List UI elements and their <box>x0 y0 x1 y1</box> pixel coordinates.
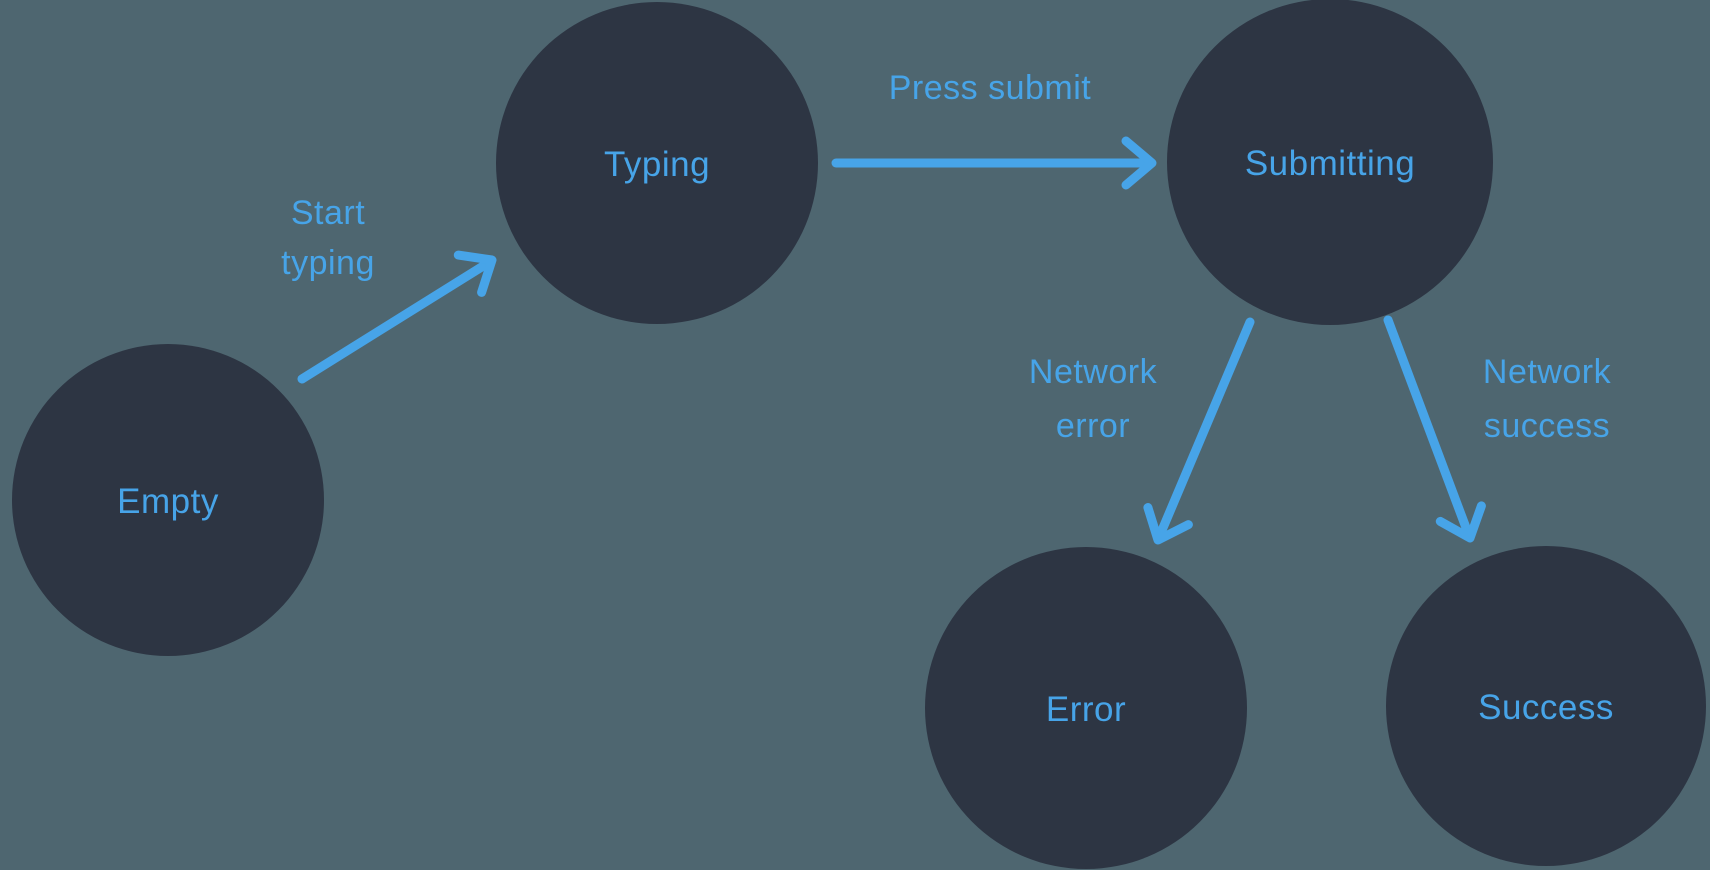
transition-arrow-press-submit <box>831 136 1157 190</box>
state-node-typing: Typing <box>496 2 818 324</box>
state-node-empty: Empty <box>12 344 324 656</box>
state-node-submitting: Submitting <box>1167 0 1493 325</box>
transition-label-press-submit: Press submit <box>889 69 1092 107</box>
state-label: Typing <box>604 145 710 184</box>
arrow-shaft <box>1155 317 1255 540</box>
state-circle <box>925 547 1247 869</box>
arrow-head-icon <box>1121 136 1157 190</box>
transition-label-start-typing: Start typing <box>281 194 375 282</box>
arrow-head-icon <box>1435 501 1486 543</box>
transition-label-line: success <box>1484 407 1610 445</box>
state-node-error: Error <box>925 547 1247 869</box>
transition-label-line: typing <box>281 244 375 282</box>
arrow-shaft <box>297 258 493 384</box>
arrow-head-icon <box>453 250 497 297</box>
state-circle <box>496 2 818 324</box>
transition-label-line: Press submit <box>889 69 1092 107</box>
transition-label-line: Network <box>1029 353 1158 391</box>
transition-arrow-network-error <box>1143 317 1255 545</box>
state-label: Empty <box>117 482 219 521</box>
state-label: Success <box>1478 688 1614 727</box>
state-node-success: Success <box>1386 546 1706 866</box>
state-circle <box>12 344 324 656</box>
arrow-shaft <box>1383 315 1473 538</box>
state-circle <box>1386 546 1706 866</box>
state-circle <box>1167 0 1493 325</box>
transition-label-line: error <box>1056 407 1130 445</box>
state-label: Submitting <box>1245 144 1415 183</box>
arrow-head-icon <box>1143 503 1193 545</box>
state-label: Error <box>1046 690 1126 729</box>
transition-arrow-network-success <box>1383 315 1486 543</box>
transition-label-line: Start <box>291 194 365 232</box>
transition-label-line: Network <box>1483 353 1612 391</box>
transition-label-network-error: Network error <box>1029 353 1158 445</box>
transition-arrow-start-typing <box>297 250 497 384</box>
transition-label-network-success: Network success <box>1483 353 1612 445</box>
